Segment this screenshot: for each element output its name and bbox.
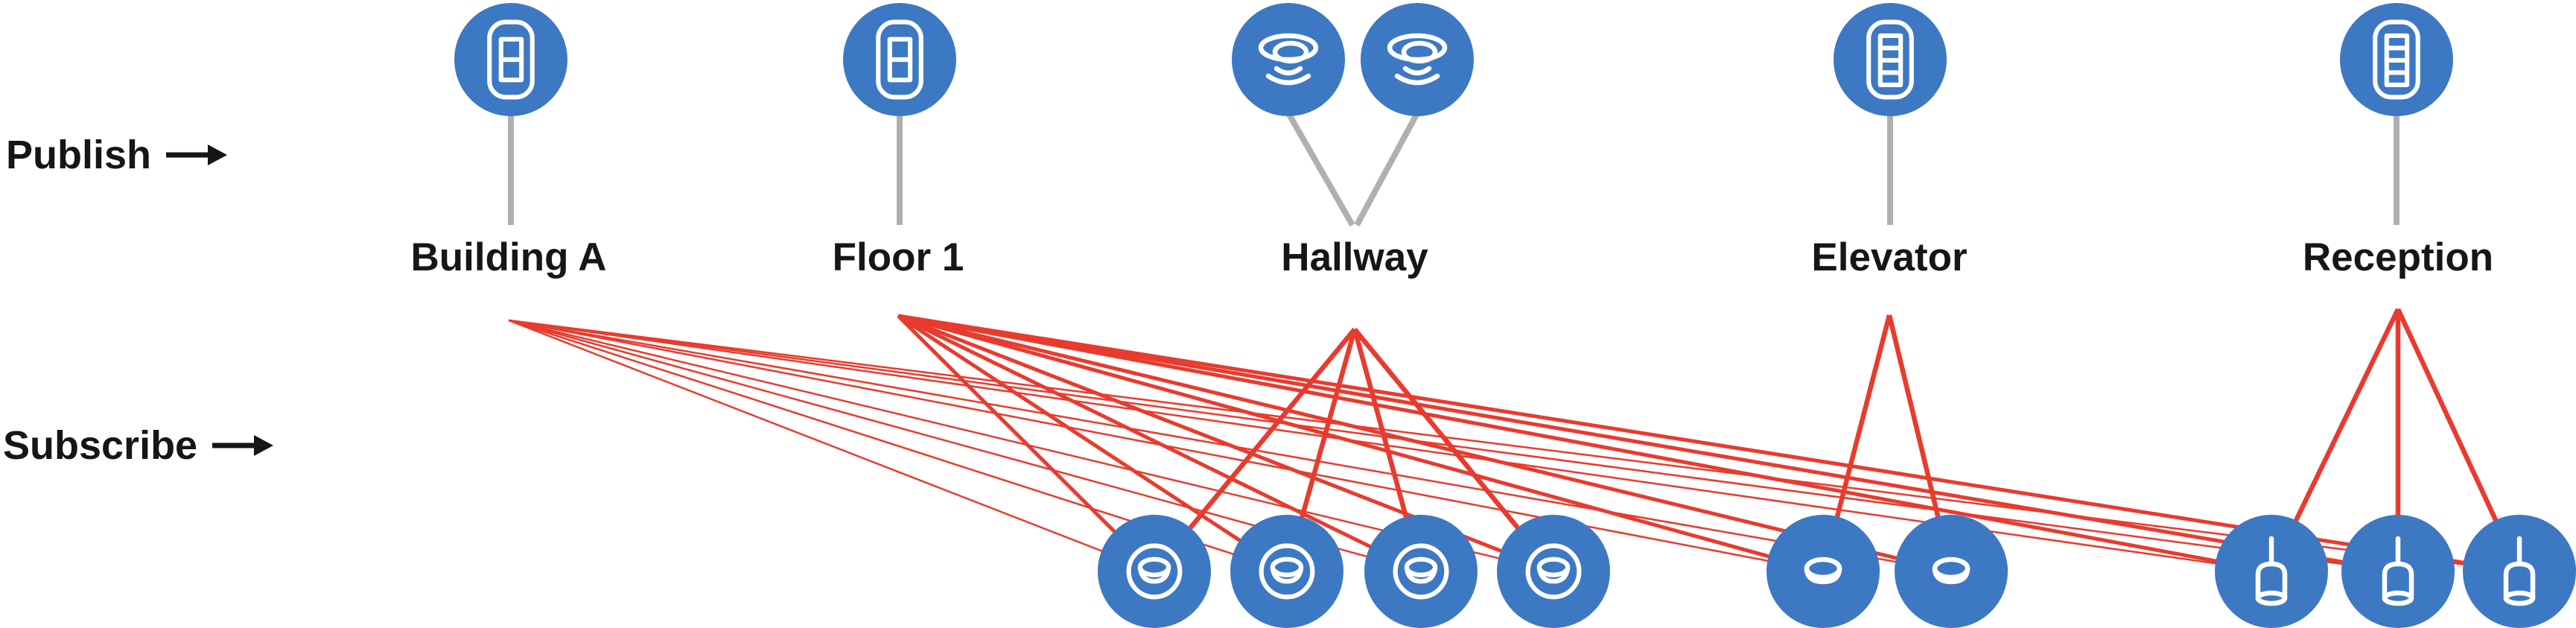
floor-1-publisher-node-1 xyxy=(843,3,956,116)
hallway-light-1-node xyxy=(1098,515,1211,628)
puck-light-icon xyxy=(1932,556,1971,585)
subscribe-row-label: Subscribe xyxy=(3,422,274,469)
building-a-topic-label: Building A xyxy=(410,235,607,279)
occupancy-sensor-icon xyxy=(1387,33,1448,86)
floor-1-to-reception-light-1-line xyxy=(897,314,2272,574)
reception-light-3-node xyxy=(2463,515,2576,628)
pendant-light-icon xyxy=(2382,536,2414,606)
floor-1-to-elevator-light-2-line xyxy=(897,314,1952,574)
hallway-publisher-stem-line xyxy=(1285,112,1355,226)
downlight-icon xyxy=(1126,543,1183,600)
publish-row-label: Publish xyxy=(6,132,228,178)
hallway-topic-label: Hallway xyxy=(1281,235,1428,279)
elevator-light-2-node xyxy=(1895,515,2008,628)
building-a-to-hallway-light-1-line xyxy=(508,319,1155,573)
puck-light-icon xyxy=(1804,556,1842,585)
reception-publisher-node-1 xyxy=(2340,3,2453,116)
floor-1-topic-label: Floor 1 xyxy=(832,235,964,279)
downlight-icon xyxy=(1393,543,1449,600)
rocker-switch-icon xyxy=(487,19,535,100)
publish-label: Publish xyxy=(6,133,152,177)
pendant-light-icon xyxy=(2255,536,2288,606)
rocker-switch-icon xyxy=(876,19,923,100)
hallway-publisher-stem-line xyxy=(1354,112,1420,226)
elevator-topic-label: Elevator xyxy=(1811,235,1968,279)
hallway-light-3-node xyxy=(1364,515,1478,628)
floor-1-to-hallway-light-2-line xyxy=(897,314,1288,574)
floor-1-to-elevator-light-1-line xyxy=(897,314,1824,574)
building-a-to-reception-light-3-line xyxy=(508,319,2520,573)
floor-1-to-reception-light-2-line xyxy=(897,314,2399,574)
multi-rocker-switch-icon xyxy=(2373,19,2420,100)
multi-rocker-switch-icon xyxy=(1866,19,1914,100)
elevator-light-1-node xyxy=(1766,515,1880,628)
hallway-publisher-node-1 xyxy=(1232,3,1345,116)
downlight-icon xyxy=(1525,543,1582,600)
right-arrow-icon xyxy=(166,145,228,165)
occupancy-sensor-icon xyxy=(1258,33,1319,86)
hallway-light-2-node xyxy=(1230,515,1343,628)
hallway-publisher-node-2 xyxy=(1361,3,1474,116)
building-a-publisher-node-1 xyxy=(454,3,567,116)
reception-light-2-node xyxy=(2341,515,2455,628)
reception-topic-label: Reception xyxy=(2302,235,2494,279)
downlight-icon xyxy=(1259,543,1315,600)
right-arrow-icon xyxy=(212,435,274,456)
floor-1-to-hallway-light-1-line xyxy=(897,314,1156,573)
elevator-publisher-node-1 xyxy=(1834,3,1947,116)
floor-1-to-hallway-light-3-line xyxy=(897,314,1422,574)
reception-light-1-node xyxy=(2215,515,2328,628)
subscribe-label: Subscribe xyxy=(3,423,198,468)
hallway-light-4-node xyxy=(1497,515,1610,628)
pendant-light-icon xyxy=(2503,536,2536,606)
